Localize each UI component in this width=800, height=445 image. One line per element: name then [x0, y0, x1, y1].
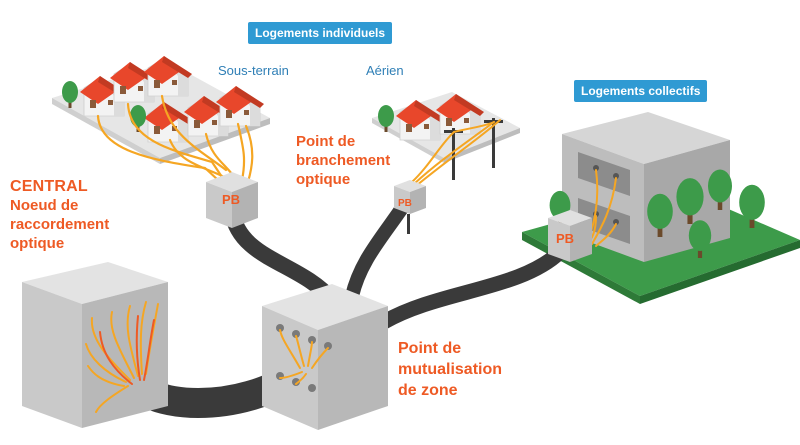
house-3	[143, 55, 193, 97]
label-aerial: Aérien	[366, 63, 404, 78]
pb-label-underground-1: PB	[222, 192, 241, 207]
badge-individual-housing: Logements individuels	[248, 22, 393, 44]
badge-collective-housing: Logements collectifs	[574, 80, 708, 102]
zone-point-line3: de zone	[398, 382, 458, 399]
pb-label-aerial: PB	[398, 198, 412, 209]
nro-line2: raccordement	[10, 216, 110, 233]
branch-point-line3: optique	[296, 171, 351, 188]
label-zone-point: Point de mutualisation de zone	[398, 338, 502, 401]
branch-point-line2: branchement	[296, 152, 391, 169]
label-central-office: CENTRAL Noeud de raccordement optique	[10, 177, 109, 253]
nro-line1: Noeud de	[10, 197, 79, 214]
branch-point-line1: Point de	[296, 133, 356, 150]
collective-housing	[522, 112, 800, 304]
nro-line3: optique	[10, 235, 65, 252]
central-title: CENTRAL	[10, 178, 88, 195]
pb-box-underground	[206, 172, 258, 228]
pb-box-aerial	[394, 180, 426, 234]
zone-point-box	[262, 284, 388, 430]
zone-point-line2: mutualisation	[398, 361, 503, 378]
zone-point-line1: Point de	[398, 340, 462, 357]
pb-box-collective	[548, 210, 592, 262]
individual-housing-subdivision	[52, 55, 270, 164]
label-underground: Sous-terrain	[218, 63, 289, 78]
aerial-housing	[372, 92, 520, 187]
underground-fibers	[96, 94, 254, 184]
house-6	[215, 85, 265, 127]
pb-label-collective: PB	[556, 231, 575, 246]
label-branch-point: Point de branchement optique	[296, 132, 390, 189]
central-office-box	[22, 262, 168, 428]
